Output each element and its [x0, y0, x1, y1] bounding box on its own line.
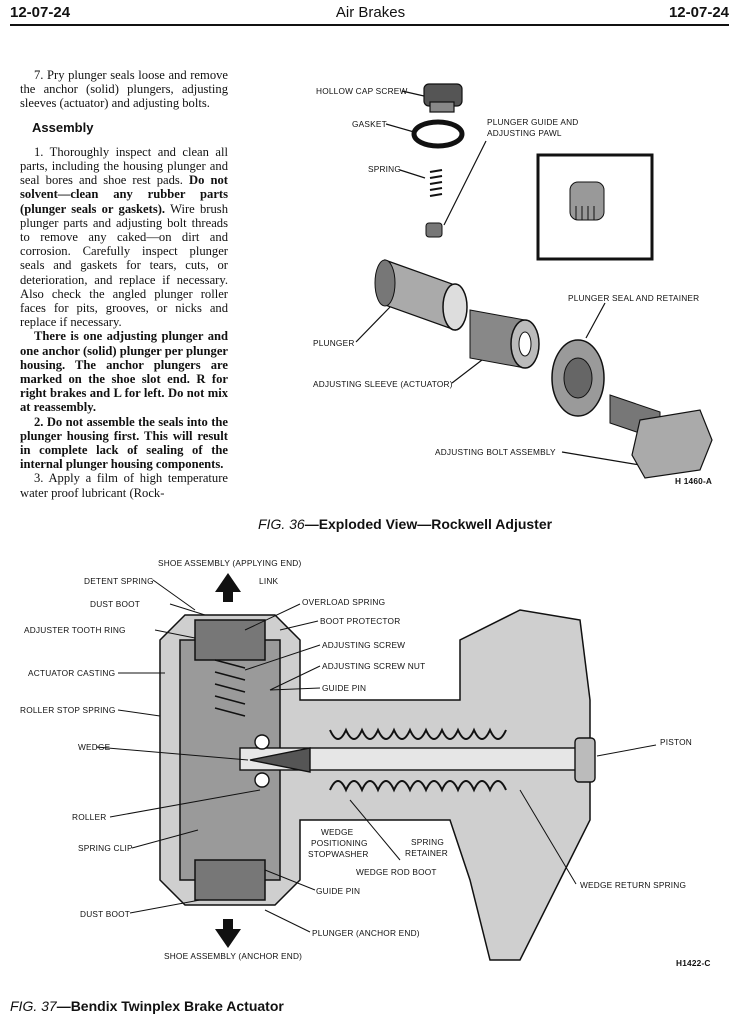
label-spring-retainer-line2: RETAINER	[405, 848, 448, 858]
label-roller-stop-spring: ROLLER STOP SPRING	[20, 705, 116, 715]
label-link: LINK	[259, 576, 279, 586]
label-guide-pin-top: GUIDE PIN	[322, 683, 367, 693]
label-dust-boot-top: DUST BOOT	[90, 599, 141, 609]
fig37-caption: FIG. 37—Bendix Twinplex Brake Actuator	[10, 998, 284, 1014]
label-wedge-positioning-line3: STOPWASHER	[308, 849, 369, 859]
label-adjusting-bolt: ADJUSTING BOLT ASSEMBLY	[435, 447, 556, 457]
fig36-code: H 1460-A	[675, 476, 713, 486]
label-wedge-return-spring: WEDGE RETURN SPRING	[580, 880, 687, 890]
step-2: 2. Do not assemble the seals into the pl…	[20, 414, 228, 472]
label-adjuster-tooth-ring: ADJUSTER TOOTH RING	[24, 625, 126, 635]
label-plunger-anchor-end: PLUNGER (ANCHOR END)	[312, 928, 420, 938]
label-spring-retainer-line1: SPRING	[411, 837, 445, 847]
label-overload-spring: OVERLOAD SPRING	[302, 597, 386, 607]
plunger-note: There is one adjusting plunger and one a…	[20, 329, 228, 415]
label-hollow-cap-screw: HOLLOW CAP SCREW	[316, 86, 408, 96]
step-1-warning: Do not solvent—clean any rubber parts (p…	[20, 173, 228, 216]
label-wedge-rod-boot: WEDGE ROD BOOT	[356, 867, 437, 877]
label-actuator-casting: ACTUATOR CASTING	[28, 668, 116, 678]
fig36-caption: FIG. 36—Exploded View—Rockwell Adjuster	[258, 516, 552, 532]
text-column: 7. Pry plunger seals loose and remove th…	[20, 68, 228, 500]
label-wedge-positioning-line2: POSITIONING	[311, 838, 368, 848]
label-plunger-guide-line1: PLUNGER GUIDE AND	[487, 117, 579, 127]
label-gasket: GASKET	[352, 119, 387, 129]
header-rule	[10, 24, 729, 26]
label-wedge: WEDGE	[78, 742, 111, 752]
section-title: Air Brakes	[335, 4, 406, 21]
label-wedge-positioning-line1: WEDGE	[321, 827, 354, 837]
label-adjusting-screw-nut: ADJUSTING SCREW NUT	[322, 661, 426, 671]
step-1-body: Wire brush plunger parts and adjusting b…	[20, 201, 228, 330]
step-7: 7. Pry plunger seals loose and remove th…	[20, 68, 228, 111]
label-plunger-seal-retainer: PLUNGER SEAL AND RETAINER	[568, 293, 700, 303]
label-plunger-guide-line2: ADJUSTING PAWL	[487, 128, 562, 138]
step-3: 3. Apply a film of high temperature wate…	[20, 471, 228, 500]
assembly-heading: Assembly	[32, 119, 94, 135]
fig36-number: FIG. 36	[258, 516, 305, 532]
label-shoe-anchor-end: SHOE ASSEMBLY (ANCHOR END)	[164, 951, 303, 961]
label-roller: ROLLER	[72, 812, 107, 822]
fig37-code: H1422-C	[676, 958, 711, 968]
label-guide-pin-bottom: GUIDE PIN	[316, 886, 361, 896]
fig37-title: —Bendix Twinplex Brake Actuator	[56, 998, 284, 1014]
label-detent-spring: DETENT SPRING	[84, 576, 154, 586]
label-piston: PISTON	[660, 737, 692, 747]
label-shoe-applying-end: SHOE ASSEMBLY (APPLYING END)	[158, 558, 302, 568]
label-adjusting-screw: ADJUSTING SCREW	[322, 640, 406, 650]
page-number-left: 12-07-24	[10, 4, 71, 21]
label-plunger: PLUNGER	[313, 338, 355, 348]
fig37-number: FIG. 37	[10, 998, 57, 1014]
label-spring-clip: SPRING CLIP	[78, 843, 133, 853]
label-boot-protector: BOOT PROTECTOR	[320, 616, 401, 626]
label-spring: SPRING	[368, 164, 402, 174]
label-dust-boot-bottom: DUST BOOT	[80, 909, 131, 919]
step-1: 1. Thoroughly inspect and clean all part…	[20, 145, 228, 330]
label-adjusting-sleeve: ADJUSTING SLEEVE (ACTUATOR)	[313, 379, 453, 389]
step-1-intro: 1. Thoroughly inspect and clean all part…	[20, 144, 228, 188]
page-number-right: 12-07-24	[668, 4, 729, 21]
fig36-title: —Exploded View—Rockwell Adjuster	[304, 516, 553, 532]
